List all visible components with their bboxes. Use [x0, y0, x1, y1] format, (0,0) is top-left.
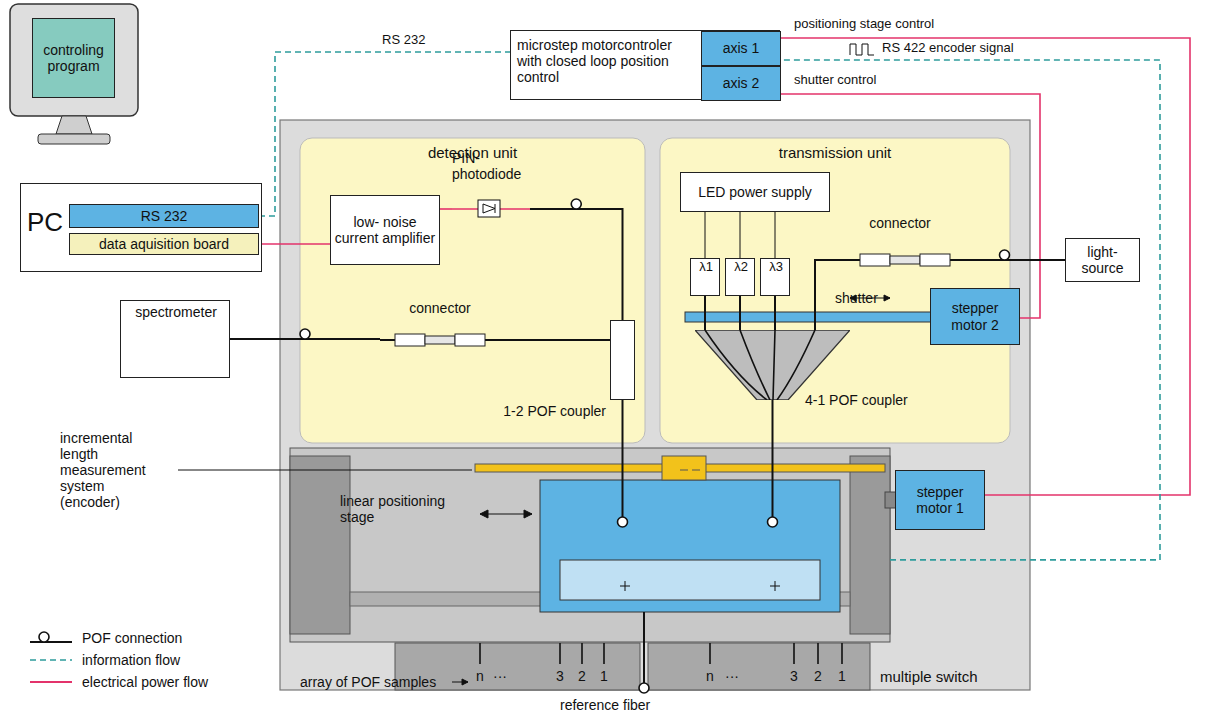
signal-label: positioning stage control	[792, 17, 936, 32]
power-line	[775, 212, 776, 258]
signal-label: RS 422 encoder signal	[880, 41, 1016, 56]
node-text: axis 2	[723, 75, 760, 91]
information-flow	[259, 52, 510, 216]
fiber-connection	[622, 400, 624, 448]
sample-number: ···	[490, 668, 510, 684]
fiber-connection	[704, 296, 706, 330]
legend-item: POF connection	[28, 630, 182, 646]
node-text: spectrometer	[121, 304, 231, 320]
sample-number: 2	[572, 668, 592, 684]
sample-number: 1	[594, 668, 614, 684]
node-text: connector	[845, 215, 955, 231]
fiber-connector: connector	[380, 300, 500, 355]
axis-box: axis 1	[701, 31, 781, 66]
pof-connection	[300, 329, 310, 339]
coupler-box: 1-2 POF coupler	[610, 320, 635, 400]
node-text: RS 232	[141, 208, 188, 224]
node-text: 4-1 POF coupler	[805, 392, 925, 408]
switch-housing	[280, 120, 1030, 690]
legend-sample	[28, 630, 74, 646]
fiber-connection	[772, 400, 774, 448]
node-text: LED power supply	[698, 184, 812, 200]
signal-label: shutter control	[792, 73, 878, 88]
node-text: data aquisition board	[99, 236, 229, 252]
power-line	[740, 212, 741, 258]
led-box: λ2	[725, 258, 755, 296]
node-text: shutter	[835, 290, 895, 306]
legend-text: information flow	[82, 652, 180, 668]
node-text: light- source	[1069, 244, 1136, 276]
housing: multiple switch detection unitlow- noise …	[280, 120, 1030, 690]
power-line	[705, 212, 706, 258]
light-source-box: light- source	[1065, 238, 1140, 282]
motor-box: stepper motor 2	[930, 288, 1020, 345]
signal-label: RS 232	[380, 33, 427, 48]
led-box: λ1	[690, 258, 720, 296]
legend-sample	[28, 652, 74, 668]
node-text: microstep motorcontroler with closed loo…	[517, 37, 699, 85]
sample-number: n	[700, 668, 720, 684]
sample-holders	[178, 470, 870, 693]
node-text: stepper motor 1	[899, 484, 981, 516]
fiber-connection	[500, 339, 610, 341]
sample-number: 3	[550, 668, 570, 684]
node-text: transmission unit	[660, 144, 1010, 161]
motor-box: stepper motor 1	[895, 470, 985, 530]
amplifier-box: low- noise current amplifier	[330, 195, 440, 265]
information-flow	[781, 60, 1160, 560]
sample-number: n	[470, 668, 490, 684]
node-text: stepper motor 2	[934, 300, 1016, 332]
node-text: linear positioning stage	[340, 493, 470, 525]
sample-number: 1	[832, 668, 852, 684]
power-line	[781, 38, 1190, 495]
pc-box: PCRS 232data aquisition board	[20, 183, 262, 272]
led-box: λ3	[760, 258, 790, 296]
coupler-shape	[695, 330, 850, 400]
part-label: array of POF samples	[300, 674, 450, 690]
power-line	[440, 208, 452, 210]
node-text: PIN- photodiode	[452, 150, 530, 182]
power-line	[259, 243, 330, 245]
legend-text: electrical power flow	[82, 674, 208, 690]
screen: controling program	[32, 18, 115, 98]
sample-number: 2	[808, 668, 828, 684]
node-text: connector	[380, 300, 500, 316]
node-text: low- noise current amplifier	[334, 214, 436, 246]
node-text: λ2	[726, 260, 756, 275]
part-label: reference fiber	[560, 697, 680, 713]
photodiode: PIN- photodiode	[452, 150, 530, 220]
callout-label: incremental length measurement system (e…	[60, 430, 160, 510]
legend-sample	[28, 674, 74, 690]
sample-number: ···	[722, 668, 742, 684]
fiber-connector: connector	[845, 215, 955, 275]
node-text: controling program	[36, 42, 111, 74]
sample-number: 3	[784, 668, 804, 684]
node-text: λ1	[691, 260, 721, 275]
node-text: 1-2 POF coupler	[494, 403, 606, 419]
pof-connection	[571, 199, 581, 209]
interface-band: data aquisition board	[69, 233, 259, 255]
legend-item: information flow	[28, 652, 180, 668]
pof-connection	[1000, 250, 1010, 260]
unit-panel: detection unitlow- noise current amplifi…	[300, 138, 645, 443]
coupler-trapezoid: 4-1 POF coupler	[695, 330, 850, 400]
fiber-connection	[955, 259, 1065, 261]
interface-band: RS 232	[69, 204, 259, 228]
positioning-stage: linear positioning stage	[290, 448, 890, 642]
power-supply-box: LED power supply	[680, 172, 830, 212]
monitor	[10, 4, 138, 144]
controller-box: microstep motorcontroler with closed loo…	[510, 30, 780, 100]
node-text: λ3	[761, 260, 791, 275]
axis-box: axis 2	[701, 66, 781, 101]
legend-item: electrical power flow	[28, 674, 208, 690]
legend-text: POF connection	[82, 630, 182, 646]
spectrometer-box: spectrometer	[120, 300, 230, 378]
fiber-connection	[530, 209, 623, 320]
node-text: multiple switch	[880, 668, 1020, 685]
fiber-connection	[774, 296, 776, 330]
fiber-connection	[739, 296, 741, 330]
node-text: axis 1	[723, 40, 760, 56]
shutter: shutter	[685, 312, 935, 322]
